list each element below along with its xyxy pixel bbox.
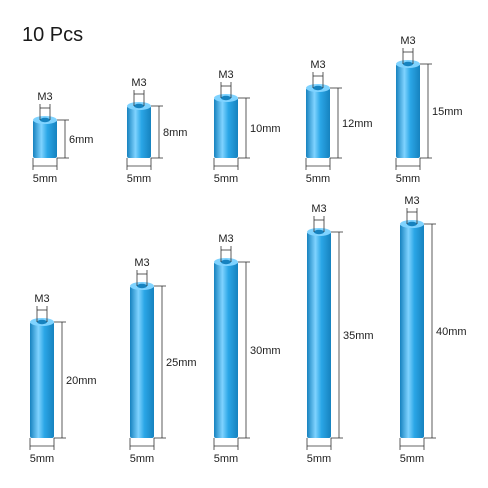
diameter-label: 5mm	[30, 453, 54, 465]
standoff-body	[307, 232, 331, 438]
standoff-body	[306, 88, 330, 158]
standoff-body	[214, 98, 238, 158]
thread-hole	[137, 283, 147, 289]
standoff-body	[127, 106, 151, 158]
diameter-label: 5mm	[127, 173, 151, 185]
length-label: 20mm	[66, 375, 97, 387]
length-label: 8mm	[163, 127, 187, 139]
thread-hole	[221, 95, 231, 101]
diameter-label: 5mm	[33, 173, 57, 185]
diameter-label: 5mm	[214, 173, 238, 185]
thread-label: M3	[131, 77, 146, 89]
thread-hole	[40, 117, 50, 123]
thread-label: M3	[134, 257, 149, 269]
standoff-body	[214, 262, 238, 438]
thread-hole	[313, 85, 323, 91]
length-label: 12mm	[342, 118, 373, 130]
standoff-body	[396, 64, 420, 158]
standoff-body	[30, 322, 54, 438]
standoff-body	[130, 286, 154, 438]
product-count-title: 10 Pcs	[22, 24, 84, 46]
diameter-label: 5mm	[130, 453, 154, 465]
thread-label: M3	[311, 203, 326, 215]
thread-label: M3	[218, 69, 233, 81]
thread-hole	[134, 103, 144, 109]
thread-hole	[314, 229, 324, 235]
thread-label: M3	[400, 35, 415, 47]
diameter-label: 5mm	[306, 173, 330, 185]
thread-label: M3	[310, 59, 325, 71]
diameter-label: 5mm	[400, 453, 424, 465]
standoff-body	[33, 120, 57, 158]
thread-hole	[221, 259, 231, 265]
length-label: 10mm	[250, 123, 281, 135]
thread-label: M3	[34, 293, 49, 305]
length-label: 6mm	[69, 134, 93, 146]
thread-label: M3	[404, 195, 419, 207]
standoff-body	[400, 224, 424, 438]
diameter-label: 5mm	[307, 453, 331, 465]
thread-hole	[37, 319, 47, 325]
thread-hole	[403, 61, 413, 67]
thread-label: M3	[37, 91, 52, 103]
length-label: 40mm	[436, 326, 467, 338]
length-label: 25mm	[166, 357, 197, 369]
diameter-label: 5mm	[396, 173, 420, 185]
thread-hole	[407, 221, 417, 227]
length-label: 15mm	[432, 106, 463, 118]
thread-label: M3	[218, 233, 233, 245]
length-label: 35mm	[343, 330, 374, 342]
diameter-label: 5mm	[214, 453, 238, 465]
length-label: 30mm	[250, 345, 281, 357]
